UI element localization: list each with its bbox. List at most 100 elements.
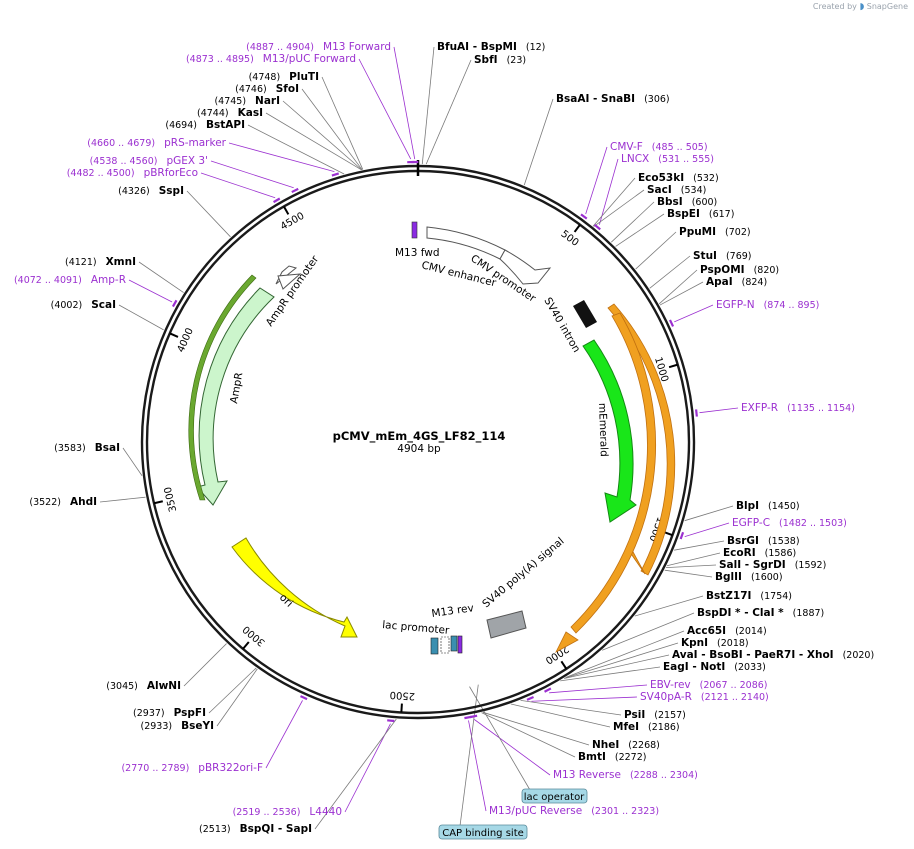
primer-m13-puc-forward[interactable]: (4873 .. 4895)M13/pUC Forward: [186, 53, 356, 65]
feature-label-m13-fwd: M13 fwd: [395, 247, 440, 259]
orf-outer-arrow-2[interactable]: [570, 312, 656, 634]
enzyme-scai[interactable]: (4002)ScaI: [51, 299, 116, 311]
enzyme-sali[interactable]: SalI - SgrDI(1592): [719, 559, 826, 571]
enzyme-bsaai[interactable]: BsaAI - SnaBI(306): [556, 93, 670, 105]
m13-puc-forward-pos: (4873 .. 4895): [186, 54, 254, 65]
enzyme-sspi[interactable]: (4326)SspI: [118, 185, 184, 197]
enzyme-bglii[interactable]: BglII(1600): [715, 571, 783, 583]
primer-m13-forward[interactable]: (4887 .. 4904)M13 Forward: [246, 41, 391, 53]
leader-line: [265, 112, 362, 171]
enzyme-apai[interactable]: ApaI(824): [706, 276, 767, 288]
enzyme-ecori[interactable]: EcoRI(1586): [723, 547, 796, 559]
xmni-name: XmnI: [106, 256, 136, 268]
cap-binding-site-box[interactable]: [438, 824, 528, 840]
tick-label: 500: [559, 229, 581, 249]
kasi-pos: (4744): [197, 108, 229, 119]
enzyme-blpi[interactable]: BlpI(1450): [736, 500, 800, 512]
leader-line: [468, 720, 487, 812]
primer-pbr322ori-f[interactable]: (2770 .. 2789)pBR322ori-F: [121, 762, 263, 774]
primer-l4440[interactable]: (2519 .. 2536)L4440: [233, 806, 342, 818]
leader-line: [122, 447, 143, 476]
enzyme-eagi[interactable]: EagI - NotI(2033): [663, 661, 766, 673]
feature-label-m13-rev: M13 rev: [431, 602, 475, 620]
ecori-pos: (1586): [765, 548, 797, 559]
m13-rev-marker[interactable]: [457, 635, 463, 654]
enzyme-alwni[interactable]: (3045)AlwNI: [106, 680, 181, 692]
enzyme-avai[interactable]: AvaI - BsoBI - PaeR7I - XhoI(2020): [672, 649, 874, 661]
primer-ebv-rev[interactable]: EBV-rev(2067 .. 2086): [650, 679, 768, 691]
enzyme-bsai[interactable]: (3583)BsaI: [54, 442, 120, 454]
enzyme-bfuai[interactable]: BfuAI - BspMI(12): [437, 41, 545, 53]
primer-site-mark: [580, 213, 588, 220]
leader-line: [634, 595, 704, 617]
ampr-outer-arc[interactable]: [188, 274, 257, 501]
enzyme-bseyi[interactable]: (2933)BseYI: [141, 720, 214, 732]
lac-operator-box[interactable]: [521, 788, 588, 804]
primer-pbrforeco[interactable]: (4482 .. 4500)pBRforEco: [67, 167, 198, 179]
bspei-name: BspEI: [667, 208, 700, 220]
ampr-promoter-arrowhead[interactable]: [277, 273, 302, 290]
sv40-intron-block[interactable]: [573, 300, 597, 328]
site-labels: BfuAI - BspMI(12)SbfI(23) BsaAI - SnaBI(3…: [14, 41, 874, 835]
primer-sv40pa-r[interactable]: SV40pA-R(2121 .. 2140): [640, 691, 769, 703]
kasi-name: KasI: [238, 107, 263, 119]
enzyme-acc65i[interactable]: Acc65I(2014): [687, 625, 767, 637]
enzyme-ppumi[interactable]: PpuMI(702): [679, 226, 751, 238]
leader-line: [666, 552, 721, 567]
avai-pos: (2020): [843, 650, 875, 661]
orf-outer-arrow[interactable]: [607, 303, 676, 576]
primer-exfp-r[interactable]: EXFP-R(1135 .. 1154): [741, 402, 855, 414]
enzyme-xmni[interactable]: (4121)XmnI: [65, 256, 136, 268]
enzyme-bspqi[interactable]: (2513)BspQI - SapI: [199, 823, 312, 835]
enzyme-sbfi[interactable]: SbfI(23): [474, 54, 526, 66]
primer-m13-puc-reverse[interactable]: M13/pUC Reverse(2301 .. 2323): [489, 805, 659, 817]
enzyme-kasi[interactable]: (4744) KasI: [197, 107, 263, 119]
enzyme-pspfi[interactable]: (2937)PspFI: [133, 707, 206, 719]
ampr-arrow[interactable]: [196, 287, 275, 506]
enzyme-sfoi[interactable]: (4746)SfoI: [235, 83, 299, 95]
enzyme-bmti[interactable]: BmtI(2272): [578, 751, 646, 763]
enzyme-saci[interactable]: SacI(534): [647, 184, 706, 196]
ori-arrow[interactable]: [231, 537, 358, 638]
leader-line: [393, 46, 416, 160]
primer-cmv-f[interactable]: CMV-F(485 .. 505): [610, 141, 708, 153]
leader-line: [598, 158, 619, 225]
leader-line: [321, 76, 364, 170]
enzyme-bbsi[interactable]: BbsI(600): [657, 196, 717, 208]
pbrforeco-name: pBRforEco: [144, 167, 198, 179]
primer-egfp-n[interactable]: EGFP-N(874 .. 895): [716, 299, 819, 311]
enzyme-bsrgi[interactable]: BsrGI(1538): [727, 535, 800, 547]
m13-fwd-marker[interactable]: [411, 221, 418, 239]
orf-outer-arrowhead-2[interactable]: [555, 631, 579, 653]
enzyme-pluti[interactable]: (4748)PluTI: [249, 71, 319, 83]
bseyi-name: BseYI: [181, 720, 214, 732]
enzyme-stui[interactable]: StuI(769): [693, 250, 752, 262]
primer-egfp-c[interactable]: EGFP-C(1482 .. 1503): [732, 517, 847, 529]
enzyme-kpni[interactable]: KpnI(2018): [681, 637, 749, 649]
enzyme-bspei[interactable]: BspEI(617): [667, 208, 734, 220]
enzyme-bspdi[interactable]: BspDI * - ClaI *(1887): [697, 607, 824, 619]
cmv-promoter-arrow-2[interactable]: [499, 249, 552, 285]
lac-promoter-marker[interactable]: [440, 636, 450, 654]
enzyme-psii[interactable]: PsiI(2157): [624, 709, 686, 721]
enzyme-bstapi[interactable]: (4694)BstAPI: [165, 119, 245, 131]
leader-line: [674, 304, 714, 323]
sv40-polya-box[interactable]: [486, 610, 527, 639]
primer-lncx[interactable]: LNCX(531 .. 555): [621, 153, 714, 165]
lac-operator-marker[interactable]: [430, 637, 439, 655]
enzyme-mfei[interactable]: MfeI(2186): [613, 721, 680, 733]
primer-m13-reverse[interactable]: M13 Reverse(2288 .. 2304): [553, 769, 698, 781]
pspomi-name: PspOMI: [700, 264, 745, 276]
cap-site-marker[interactable]: [450, 635, 458, 652]
enzyme-ahdi[interactable]: (3522)AhdI: [29, 496, 97, 508]
enzyme-eco53ki[interactable]: Eco53kI(532): [638, 172, 719, 184]
enzyme-pspomi[interactable]: PspOMI(820): [700, 264, 779, 276]
enzyme-nhei[interactable]: NheI(2268): [592, 739, 660, 751]
memerald-arrow[interactable]: [582, 339, 637, 523]
enzyme-bstz17i[interactable]: BstZ17I(1754): [706, 590, 792, 602]
primer-amp-r[interactable]: (4072 .. 4091)Amp-R: [14, 274, 126, 286]
primer-prs-marker[interactable]: (4660 .. 4679)pRS-marker: [87, 137, 226, 149]
primer-pgex-3[interactable]: (4538 .. 4560)pGEX 3': [90, 155, 208, 167]
enzyme-nari[interactable]: (4745)NarI: [214, 95, 280, 107]
prs-marker-name: pRS-marker: [164, 137, 227, 149]
